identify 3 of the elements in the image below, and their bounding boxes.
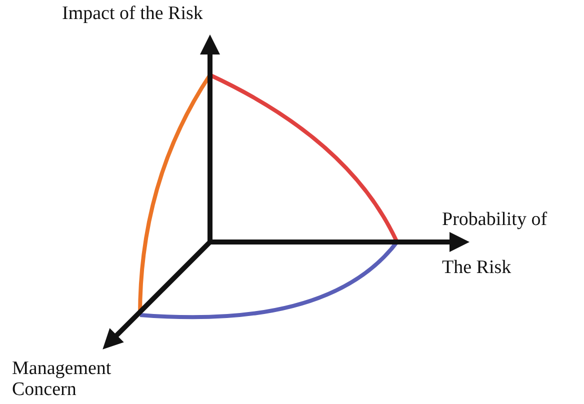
- axis-label: Probability of The Risk: [442, 208, 548, 280]
- axis-label: Impact of the Risk: [62, 2, 204, 26]
- axis-label: Management Concern: [12, 358, 112, 400]
